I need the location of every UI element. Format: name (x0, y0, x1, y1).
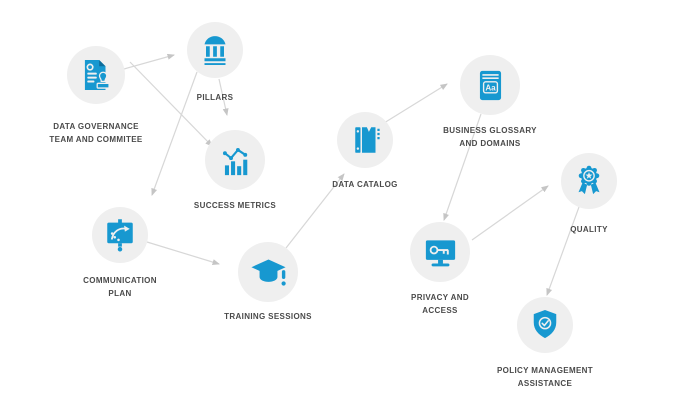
node-label-line: POLICY MANAGEMENT (496, 366, 594, 375)
node-circle: Aa (460, 55, 520, 115)
node-label: BUSINESS GLOSSARY AND DOMAINS (443, 125, 537, 150)
node-label-line: SUCCESS METRICS (193, 201, 277, 210)
catalog-binder-icon (355, 127, 380, 153)
node-label-line: QUALITY (570, 225, 608, 234)
graduation-cap-icon (250, 259, 286, 286)
shield-check-icon (533, 310, 557, 339)
node-circle (205, 130, 265, 190)
arrow-communication-plan-to-training-sessions (146, 241, 220, 265)
node-label-line: DATA CATALOG (332, 180, 398, 189)
arrow-data-governance-team-to-pillars (123, 53, 175, 70)
arrow-privacy-access-to-quality (471, 185, 549, 241)
document-stamp-icon (84, 59, 110, 91)
bar-chart-icon (222, 147, 247, 175)
node-circle (238, 242, 298, 302)
node-label: QUALITY (570, 224, 608, 237)
node-circle (67, 46, 125, 104)
arrow-data-governance-team-to-success-metrics (129, 61, 213, 147)
arrow-quality-to-policy-management (546, 206, 580, 296)
node-label-line: AND DOMAINS (459, 138, 521, 148)
node-label-line: PILLARS (196, 93, 234, 102)
node-circle (517, 297, 573, 353)
node-circle (92, 207, 148, 263)
arrow-pillars-to-success-metrics (218, 78, 229, 116)
node-circle (187, 22, 243, 78)
node-label: COMMUNICATION PLAN (83, 275, 157, 300)
node-label: PILLARS (197, 92, 234, 105)
node-label: PRIVACY AND ACCESS (411, 292, 469, 317)
node-label-line: PRIVACY AND (411, 293, 469, 302)
arrow-training-sessions-to-data-catalog (285, 173, 345, 249)
arrow-business-glossary-to-privacy-access (443, 113, 482, 221)
svg-text:Aa: Aa (485, 83, 496, 92)
bank-pillars-icon (204, 36, 226, 65)
award-ribbon-icon (578, 165, 600, 195)
node-label-line: ASSISTANCE (517, 378, 573, 388)
presentation-strategy-icon (107, 219, 133, 252)
arrow-pillars-to-communication-plan (151, 71, 198, 196)
node-label-line: TRAINING SESSIONS (224, 312, 312, 321)
node-label: DATA GOVERNANCE TEAM AND COMMITEE (49, 121, 142, 146)
node-label-line: DATA GOVERNANCE (53, 122, 139, 131)
arrow-data-catalog-to-business-glossary (383, 83, 448, 124)
node-label: DATA CATALOG (332, 179, 398, 192)
node-label-line: PLAN (108, 288, 132, 298)
node-label: POLICY MANAGEMENT ASSISTANCE (497, 365, 593, 390)
key-monitor-icon (425, 239, 455, 266)
node-circle (337, 112, 393, 168)
node-label-line: BUSINESS GLOSSARY (443, 126, 537, 135)
node-label: TRAINING SESSIONS (224, 311, 312, 324)
node-label-line: ACCESS (422, 305, 458, 315)
node-label-line: COMMUNICATION (83, 276, 157, 285)
node-circle (561, 153, 617, 209)
node-circle (410, 222, 470, 282)
node-label-line: TEAM AND COMMITEE (49, 134, 143, 144)
glossary-book-icon: Aa (479, 70, 501, 100)
node-label: SUCCESS METRICS (194, 200, 276, 213)
